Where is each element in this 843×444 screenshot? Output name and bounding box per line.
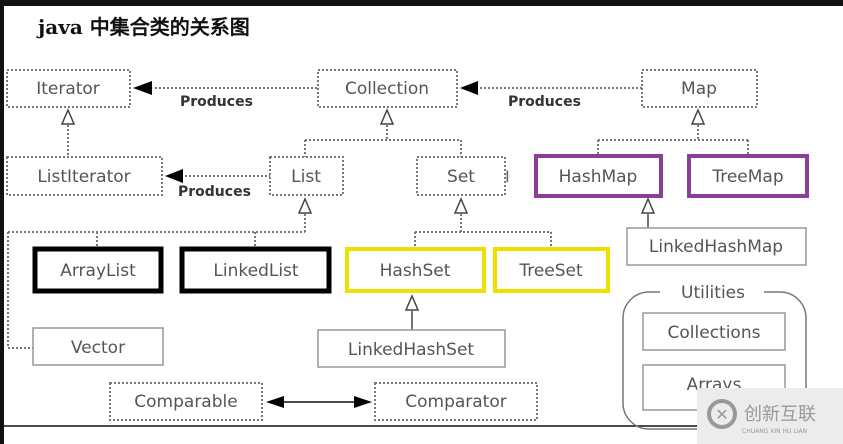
svg-text:List: List [291, 167, 321, 187]
node-hashset: HashSet [345, 247, 486, 293]
text-cursor-icon: I [505, 167, 510, 186]
node-iterator: Iterator [6, 69, 131, 108]
svg-text:ArrayList: ArrayList [60, 261, 136, 281]
node-treemap: TreeMap [687, 154, 809, 198]
node-vector: Vector [32, 327, 164, 366]
svg-text:ListIterator: ListIterator [37, 167, 130, 187]
svg-text:Collections: Collections [668, 323, 761, 343]
edge-label-produces: Produces [180, 94, 253, 110]
edge-label-produces: Produces [508, 94, 581, 110]
svg-text:Collection: Collection [345, 79, 429, 99]
node-hashmap: HashMap [534, 154, 663, 198]
node-list-iterator: ListIterator [6, 156, 163, 196]
node-map: Map [641, 69, 758, 108]
watermark-logo-icon [707, 399, 737, 429]
watermark: ✕ 创新互联 CHUANG XIN HU LIAN [697, 388, 843, 444]
node-list: List [269, 156, 344, 196]
svg-text:创新互联: 创新互联 [744, 404, 816, 425]
utilities-label: Utilities [681, 283, 745, 303]
node-linkedhashset: LinkedHashSet [317, 329, 506, 368]
frame-left [0, 0, 4, 444]
svg-text:LinkedList: LinkedList [213, 261, 299, 281]
connectors: I [7, 81, 749, 408]
node-arraylist: ArrayList [32, 246, 164, 294]
svg-text:HashMap: HashMap [559, 167, 638, 187]
svg-text:Set: Set [447, 167, 475, 187]
svg-text:TreeMap: TreeMap [711, 167, 783, 187]
svg-text:HashSet: HashSet [380, 261, 451, 281]
svg-text:Vector: Vector [71, 338, 125, 358]
svg-text:Iterator: Iterator [36, 79, 100, 99]
svg-text:Map: Map [681, 79, 717, 99]
node-linkedhashmap: LinkedHashMap [626, 227, 807, 266]
node-comparator: Comparator [374, 382, 538, 421]
svg-text:LinkedHashMap: LinkedHashMap [649, 237, 783, 257]
node-collections: Collections [642, 312, 786, 351]
node-set: Set [416, 156, 506, 196]
node-treeset: TreeSet [493, 247, 610, 293]
svg-text:CHUANG XIN HU LIAN: CHUANG XIN HU LIAN [742, 428, 807, 435]
svg-text:LinkedHashSet: LinkedHashSet [348, 340, 475, 360]
svg-text:Comparable: Comparable [134, 392, 237, 412]
svg-text:Comparator: Comparator [405, 392, 507, 412]
node-collection: Collection [317, 69, 458, 108]
node-comparable: Comparable [109, 382, 263, 421]
svg-text:✕: ✕ [715, 405, 728, 424]
diagram-title: java 中集合类的关系图 [36, 15, 250, 39]
node-linkedlist: LinkedList [179, 246, 332, 294]
edge-label-produces: Produces [178, 184, 251, 200]
frame-top [0, 0, 843, 6]
svg-text:TreeSet: TreeSet [518, 261, 583, 281]
